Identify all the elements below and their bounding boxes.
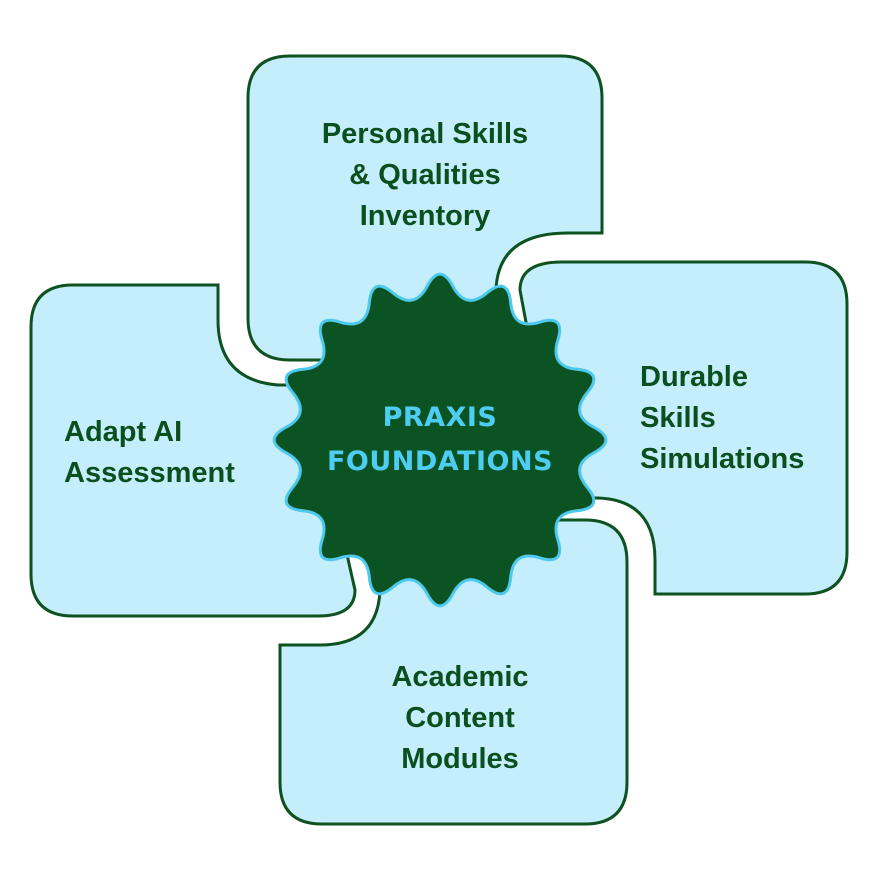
- label-personal-skills: Personal Skills & Qualities Inventory: [248, 114, 602, 237]
- label-left-line-2: Assessment: [64, 457, 235, 489]
- label-durable-skills: Durable Skills Simulations: [640, 357, 804, 480]
- center-label-line-2: FOUNDATIONS: [326, 446, 554, 477]
- center-star-badge: [272, 272, 608, 608]
- label-top-line-2: & Qualities: [349, 159, 501, 191]
- tile-right: [518, 260, 849, 596]
- label-academic-content: Academic Content Modules: [280, 657, 640, 780]
- label-right-line-1: Durable: [640, 361, 748, 393]
- label-bottom-line-2: Content: [405, 702, 515, 734]
- center-label: PRAXIS FOUNDATIONS: [300, 396, 580, 484]
- label-bottom-line-1: Academic: [391, 661, 529, 693]
- label-right-line-2: Skills: [640, 402, 716, 434]
- label-right-line-3: Simulations: [640, 443, 805, 475]
- center-label-line-1: PRAXIS: [382, 402, 498, 433]
- label-top-line-3: Inventory: [359, 200, 491, 232]
- label-left-line-1: Adapt AI: [64, 416, 183, 448]
- label-top-line-1: Personal Skills: [321, 118, 529, 150]
- tile-left: [29, 283, 357, 618]
- tile-bottom: [278, 518, 629, 826]
- label-adapt-ai: Adapt AI Assessment: [64, 412, 235, 494]
- label-bottom-line-3: Modules: [401, 743, 519, 775]
